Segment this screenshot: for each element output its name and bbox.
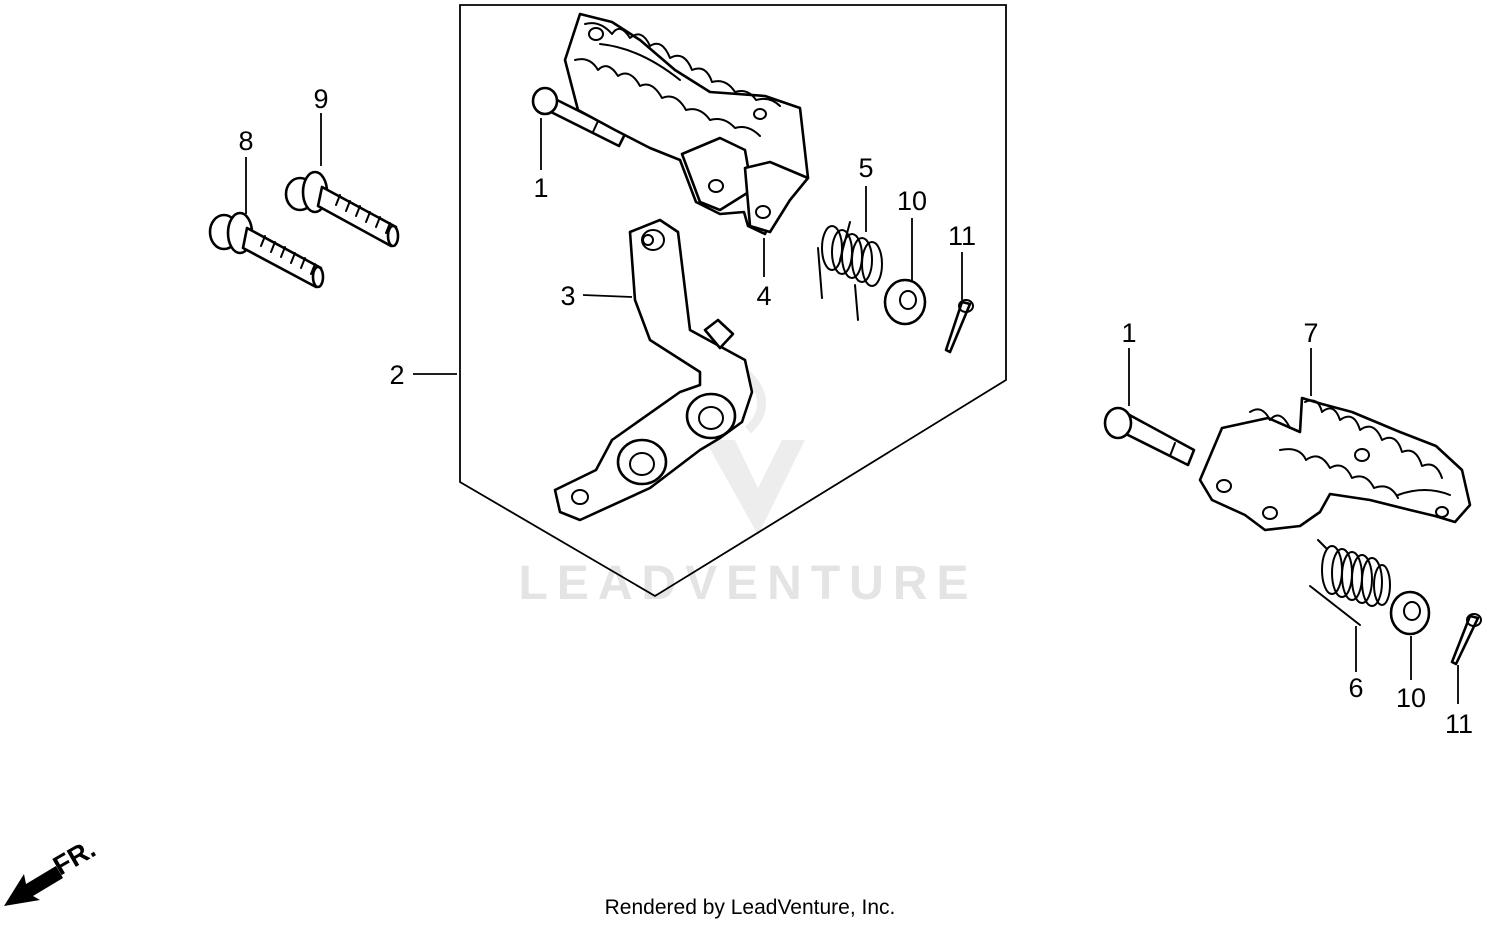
- watermark-logo-icon: [705, 440, 805, 535]
- pin-part-1-lower: [1103, 406, 1196, 467]
- spring-part-5: [817, 221, 883, 321]
- footpeg-part-4: [563, 12, 810, 236]
- callout-4: 4: [756, 281, 771, 311]
- callout-7: 7: [1303, 318, 1318, 348]
- callout-3: 3: [560, 281, 575, 311]
- callout-11-upper: 11: [948, 221, 976, 251]
- footpeg-part-7: [1198, 396, 1472, 532]
- washer-part-10-lower: [1389, 590, 1431, 636]
- watermark-text: LEADVENTURE: [518, 557, 977, 610]
- callout-8: 8: [238, 126, 253, 156]
- callout-6: 6: [1348, 673, 1363, 703]
- bolt-part-8: [208, 211, 325, 289]
- pin-part-1-upper: [531, 86, 627, 148]
- washer-part-10-upper: [883, 278, 927, 326]
- cotter-pin-part-11-upper: [944, 299, 974, 354]
- callout-1-upper: 1: [533, 173, 548, 203]
- callout-1-lower: 1: [1121, 318, 1136, 348]
- cotter-pin-part-11-lower: [1450, 613, 1482, 666]
- callout-10-upper: 10: [897, 186, 927, 216]
- front-arrow-icon: [4, 866, 63, 906]
- callout-9: 9: [313, 84, 328, 114]
- callout-labels: 1 2 3 4 5 10 11 8 9 1 7 6 10 11: [238, 84, 1473, 739]
- bolt-part-9: [284, 170, 400, 248]
- spring-part-6: [1309, 539, 1391, 626]
- bracket-part-3: [553, 218, 754, 522]
- callout-2: 2: [389, 360, 404, 390]
- assembly-boundary: [459, 4, 1007, 598]
- callout-10-lower: 10: [1396, 683, 1426, 713]
- callout-5: 5: [858, 153, 873, 183]
- leadventure-watermark: LEADVENTURE: [518, 361, 977, 610]
- render-credit: Rendered by LeadVenture, Inc.: [604, 896, 896, 919]
- leader-lines: [245, 113, 1459, 704]
- callout-11-lower: 11: [1445, 709, 1473, 739]
